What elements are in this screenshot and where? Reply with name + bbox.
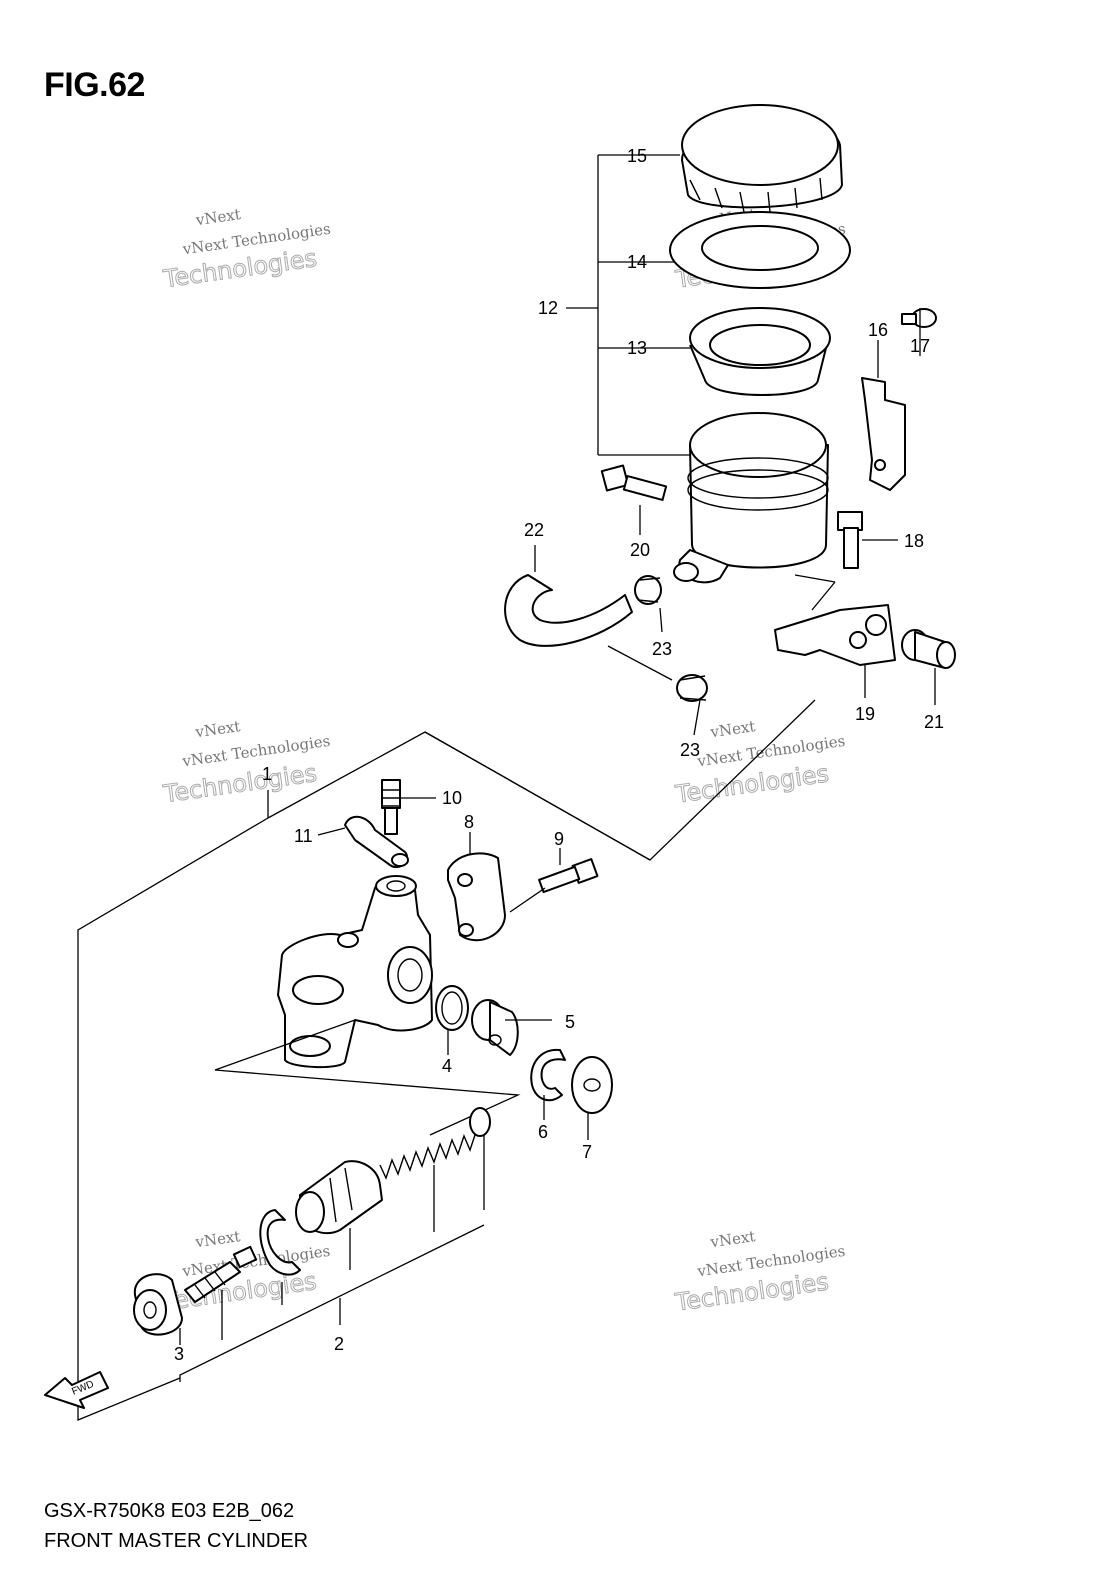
callout-19: 19 bbox=[855, 704, 875, 724]
callout-14: 14 bbox=[627, 252, 647, 272]
callout-labels: 1 2 3 4 5 6 7 8 9 10 11 12 13 14 15 16 1… bbox=[174, 146, 944, 1364]
piston-set-outline bbox=[214, 1019, 521, 1136]
reservoir-body bbox=[673, 412, 829, 584]
bleeder-cap bbox=[317, 815, 409, 869]
model-code: GSX-R750K8 E03 E2B_062 bbox=[44, 1500, 295, 1522]
hose-clamp-upper bbox=[634, 575, 662, 605]
leader-lines-upper bbox=[534, 308, 936, 736]
watermark-bottom-right: vNext vNext Technologies Technologies bbox=[672, 1227, 846, 1317]
callout-22: 22 bbox=[524, 520, 544, 540]
watermark-brand: vNext bbox=[708, 1227, 756, 1251]
screw-17 bbox=[901, 308, 937, 328]
callout-21: 21 bbox=[924, 712, 944, 732]
holder-bolt bbox=[509, 848, 599, 913]
master-cylinder-holder bbox=[447, 832, 506, 942]
callout-12: 12 bbox=[538, 298, 558, 318]
watermark-mid-left: vNext vNext Technologies Technologies bbox=[160, 717, 331, 809]
push-rod bbox=[133, 1245, 258, 1345]
callout-11: 11 bbox=[294, 826, 313, 846]
hose-clamp-lower bbox=[676, 674, 708, 702]
figure-name: FRONT MASTER CYLINDER bbox=[44, 1530, 309, 1552]
callout-3: 3 bbox=[174, 1344, 184, 1364]
callout-2: 2 bbox=[334, 1334, 344, 1354]
diaphragm bbox=[689, 307, 831, 396]
callout-23-upper: 23 bbox=[652, 639, 672, 659]
callout-6: 6 bbox=[538, 1122, 548, 1142]
watermark-brand: vNext bbox=[193, 717, 241, 741]
callout-15: 15 bbox=[627, 146, 647, 166]
watermark-line2: Technologies bbox=[673, 759, 831, 808]
reservoir-mount-bracket bbox=[774, 604, 896, 666]
reservoir-cap bbox=[681, 104, 843, 213]
master-cylinder-body bbox=[277, 875, 433, 1069]
dust-boot bbox=[571, 1056, 613, 1140]
assembly-outline-1 bbox=[77, 699, 816, 1421]
callout-13: 13 bbox=[627, 338, 647, 358]
callout-18: 18 bbox=[904, 531, 924, 551]
reservoir-hose bbox=[504, 574, 633, 647]
assembly-bracket-12 bbox=[566, 154, 696, 456]
circlip-piston bbox=[259, 1209, 301, 1276]
return-spring bbox=[379, 1107, 491, 1180]
bolt-18 bbox=[837, 511, 863, 569]
callout-8: 8 bbox=[464, 812, 474, 832]
piston-leader-lines bbox=[221, 1135, 485, 1340]
watermark-top-left: vNext vNext Technologies Technologies bbox=[160, 205, 331, 294]
piston-set-bracket bbox=[179, 1224, 485, 1382]
callout-20: 20 bbox=[630, 540, 650, 560]
piston bbox=[295, 1160, 383, 1235]
grommet-21 bbox=[901, 629, 956, 669]
callout-17: 17 bbox=[910, 336, 930, 356]
callout-4: 4 bbox=[442, 1056, 452, 1076]
callout-1: 1 bbox=[262, 764, 272, 784]
reservoir-union bbox=[471, 999, 552, 1056]
watermark-brand: vNext bbox=[193, 1227, 241, 1251]
bleeder-screw bbox=[381, 779, 436, 835]
figure-title: FIG.62 bbox=[44, 66, 145, 104]
callout-5: 5 bbox=[565, 1012, 575, 1032]
circlip-6 bbox=[530, 1048, 566, 1120]
diaphragm-plate bbox=[669, 211, 851, 289]
o-ring bbox=[435, 985, 469, 1055]
callout-16: 16 bbox=[868, 320, 888, 340]
watermark-brand: vNext bbox=[708, 717, 756, 741]
callout-23-lower: 23 bbox=[680, 740, 700, 760]
callout-9: 9 bbox=[554, 829, 564, 849]
reservoir-bracket bbox=[861, 377, 906, 491]
watermark-brand: vNext bbox=[194, 205, 242, 229]
watermark-line2: Technologies bbox=[673, 1267, 831, 1316]
forward-arrow-icon: FWD bbox=[44, 1371, 109, 1409]
bolt-20 bbox=[600, 464, 668, 501]
callout-7: 7 bbox=[582, 1142, 592, 1162]
callout-10: 10 bbox=[442, 788, 462, 808]
